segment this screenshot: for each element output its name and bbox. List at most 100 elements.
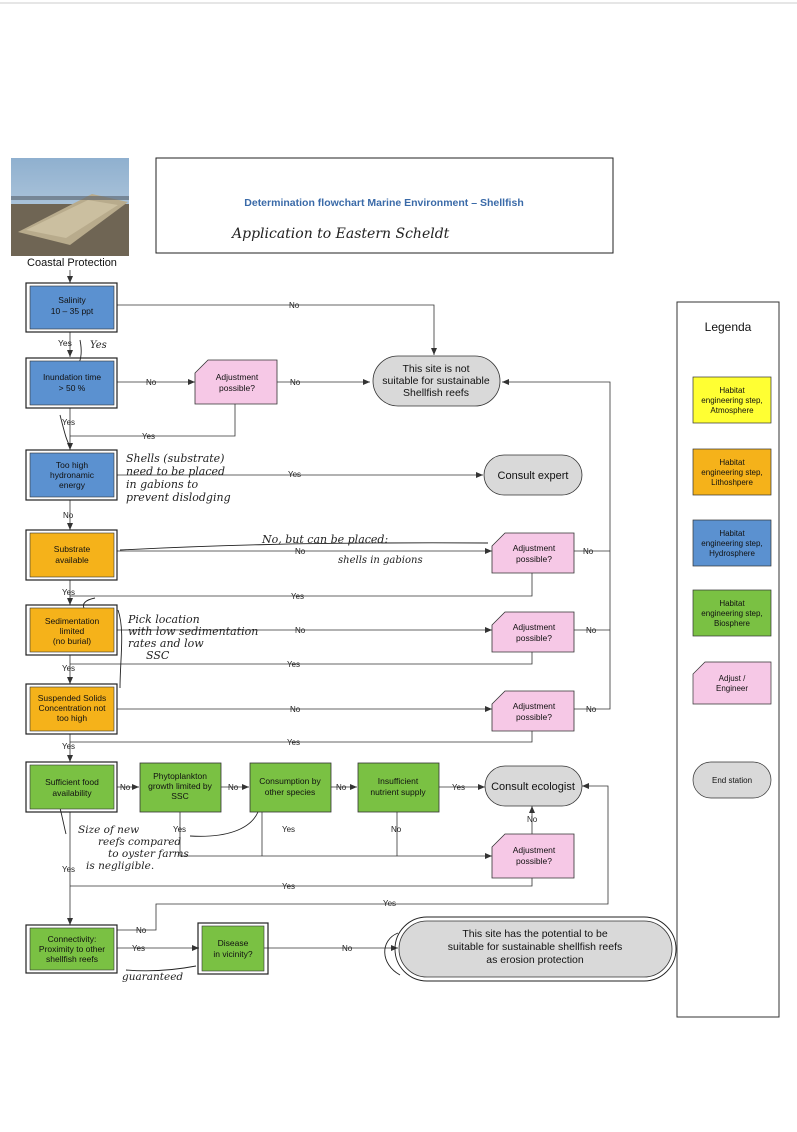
phyto-line-3: SSC [171,791,188,801]
step-inundation: Inundation time> 50 % [25,357,118,409]
not-suitable-line-2: suitable for sustainable [382,375,490,387]
legend-label-5: End station [712,776,752,785]
hand-no-but: No, but can be placed: [261,533,388,546]
legend-swatch-2 [692,519,772,567]
edge-no-substrate: No [295,547,306,556]
edge-yes-adjust1: Yes [142,432,155,441]
adjust-food-line-1: Adjustment [513,845,556,855]
suspended-line-2: Concentration not [38,703,106,713]
hand-reefs-4: is negligible. [86,860,154,872]
hand-pick-3: rates and low [128,637,204,650]
sedimentation-line-3: (no burial) [53,636,91,646]
edge-yes-phyto: Yes [173,825,186,834]
adjust-inundation-line-2: possible? [219,383,255,393]
consult-expert-label: Consult expert [498,470,569,482]
handwritten-annotations: Yes Shells (substrate) need to be placed… [78,340,423,983]
edge-yes-nutrient: Yes [452,783,465,792]
sedimentation-line-2: limited [60,626,85,636]
consumption-line-2: other species [265,787,316,797]
hand-yes: Yes [90,340,107,351]
connectivity-line-3: shellfish reefs [46,954,98,964]
handwritten-strokes [59,339,489,976]
edge-yes-suspended: Yes [62,742,75,751]
edge-labels: No Yes No No Yes Yes Yes No No No Yes Ye… [58,301,597,953]
consumption-line-1: Consumption by [259,776,321,786]
hand-shells-gabions: shells in gabions [338,555,423,566]
edge-no-nutrient: No [391,825,402,834]
legend-label-4: Adjust /Engineer [716,674,748,693]
edge-yes-adjust5: Yes [282,882,295,891]
nutrient-line-2: nutrient supply [370,787,426,797]
edge-yes-inundation: Yes [62,418,75,427]
adjust-substrate-line-2: possible? [516,554,552,564]
edge-no-adjust5: No [527,815,538,824]
svg-text:Shells (substrate) need: Shells (substrate) need to be placed in … [126,452,231,504]
substrate-line-2: available [55,555,89,565]
connectivity-line-2: Proximity to other [39,944,105,954]
adjust-suspended-line-2: possible? [516,712,552,722]
food-line-2: availability [52,788,92,798]
hand-shells-2: need to be placed [126,465,225,478]
hand-reefs-1: Size of new [78,824,139,836]
edge-yes-hydronamic: Yes [288,470,301,479]
inundation-line-1: Inundation time [43,372,101,382]
edge-no-adjust4: No [586,705,597,714]
adjust-suspended-line-1: Adjustment [513,701,556,711]
adjust-food-line-2: possible? [516,856,552,866]
adjust-inundation-line-1: Adjustment [216,372,259,382]
legend-title: Legenda [705,320,752,334]
inundation-line-2: > 50 % [59,383,86,393]
legend-swatch-1 [692,448,772,496]
edge-no-inundation: No [146,378,157,387]
edge-yes-food: Yes [62,865,75,874]
hand-pick-2: with low sedimentation [128,625,258,638]
substrate-line-1: Substrate [54,544,91,554]
disease-line-2: in vicinity? [213,949,252,959]
connectivity-line-1: Connectivity: [48,934,97,944]
edge-yes-connectivity-loop: Yes [383,899,396,908]
hydronamic-line-1: Too high [56,460,88,470]
salinity-line-1: Salinity [58,295,86,305]
edge-no-sedimentation: No [295,626,306,635]
svg-text:Inundation time> 50 %: Inundation time> 50 % [43,372,101,393]
edge-no-disease: No [342,944,353,953]
legend-swatch-0 [692,376,772,424]
potential-line-2: suitable for sustainable shellfish reefs [448,941,623,953]
phyto-line-1: Phytoplankton [153,771,207,781]
edge-yes-adjust3: Yes [287,660,300,669]
hand-reefs-2: reefs compared [98,836,181,848]
title-box: Determination flowchart Marine Environme… [155,157,614,254]
suspended-line-3: too high [57,713,88,723]
hydronamic-line-2: hydronamic [50,470,95,480]
sedimentation-line-1: Sedimentation [45,616,100,626]
handwritten-subtitle: Application to Eastern Scheldt [230,226,450,242]
edge-yes-consumption: Yes [282,825,295,834]
